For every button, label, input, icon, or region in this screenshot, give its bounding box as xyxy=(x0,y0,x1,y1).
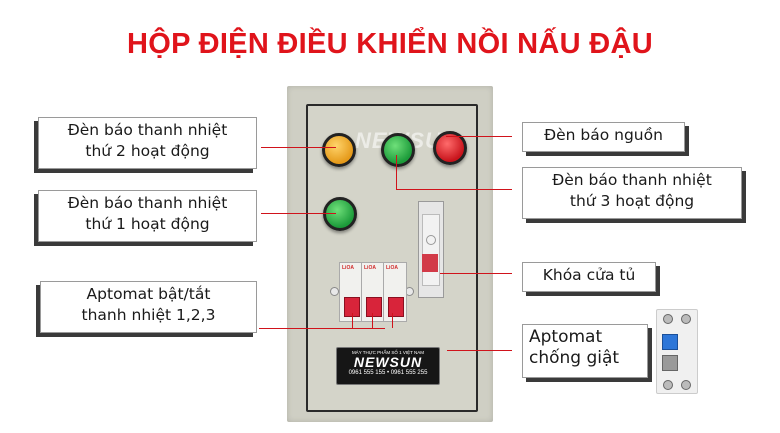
leader-line-breakers-h xyxy=(259,328,385,329)
leader-line-breaker-2 xyxy=(372,313,373,328)
page-title: HỘP ĐIỆN ĐIỀU KHIỂN NỒI NẤU ĐẬU xyxy=(127,28,653,60)
indicator-lamp-heater-1 xyxy=(323,197,357,231)
terminal-screw-icon xyxy=(663,380,673,390)
terminal-screw-icon xyxy=(681,314,691,324)
label-power-lamp: Đèn báo nguồn xyxy=(522,122,685,152)
leader-line-breaker-3 xyxy=(392,313,393,328)
keyhole-icon xyxy=(426,235,436,245)
leader-line-lamp-3-v xyxy=(396,155,397,189)
screw-icon xyxy=(330,287,339,296)
terminal-screw-icon xyxy=(663,314,673,324)
label-door-lock: Khóa cửa tủ xyxy=(522,262,656,292)
nameplate: MÁY THỰC PHẨM SỐ 1 VIỆT NAM NEWSUN 0961 … xyxy=(336,347,440,385)
test-button-icon xyxy=(662,334,678,350)
terminal-screw-icon xyxy=(681,380,691,390)
leader-line-lock xyxy=(440,273,512,274)
leader-line-breaker-1 xyxy=(352,313,353,328)
leader-line-rcd xyxy=(447,350,512,351)
nameplate-brand: NEWSUN xyxy=(353,354,423,370)
circuit-breaker-3: LiOA xyxy=(383,262,407,322)
leader-line-lamp-2 xyxy=(261,147,336,148)
rcd-toggle xyxy=(662,355,678,371)
leader-line-lamp-3-h xyxy=(396,189,512,190)
door-lock xyxy=(418,201,444,298)
breaker-toggle xyxy=(388,297,404,317)
leader-line-lamp-1 xyxy=(261,213,336,214)
leader-line-power xyxy=(446,136,512,137)
circuit-breaker-2: LiOA xyxy=(361,262,385,322)
indicator-lamp-heater-3 xyxy=(381,133,415,167)
breaker-toggle xyxy=(366,297,382,317)
nameplate-phones: 0961 555 155 • 0961 555 255 xyxy=(348,370,428,376)
circuit-breaker-1: LiOA xyxy=(339,262,363,322)
indicator-lamp-heater-2 xyxy=(322,133,356,167)
residual-current-breaker xyxy=(656,309,698,394)
